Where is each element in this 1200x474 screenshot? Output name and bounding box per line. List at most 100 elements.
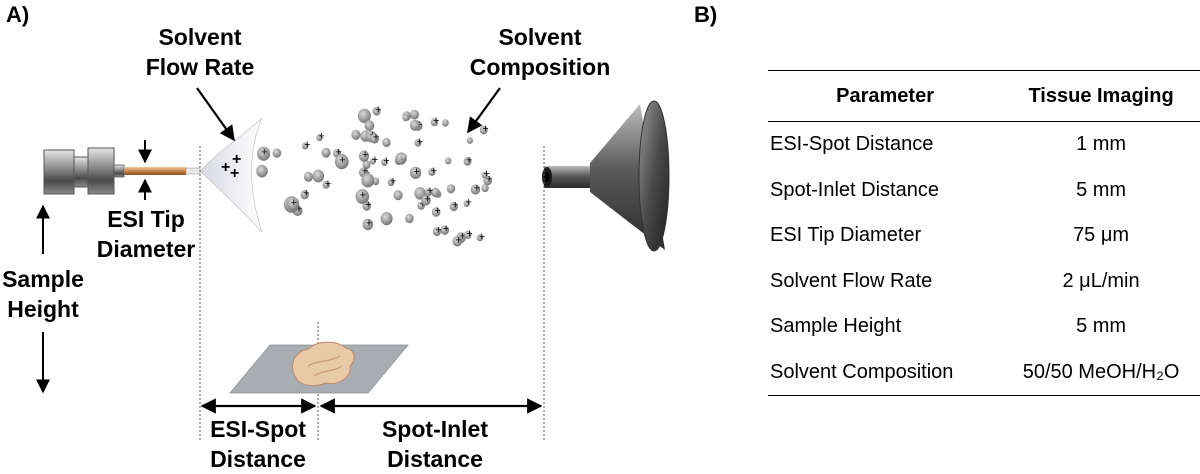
parameter-name: Solvent Flow Rate (770, 269, 933, 292)
droplet-charge: + (443, 223, 449, 235)
droplet (272, 148, 282, 158)
droplet (402, 114, 410, 122)
droplet (428, 167, 436, 176)
droplet (463, 157, 472, 166)
esi-tip-diameter-label: ESI Tip Diameter (96, 206, 196, 262)
droplet-charge: + (427, 185, 433, 197)
droplet (382, 137, 391, 148)
droplet-charge: + (452, 200, 458, 212)
droplet-charge: + (466, 228, 472, 240)
droplet (257, 146, 271, 161)
droplet-charge: + (474, 183, 480, 195)
parameter-value: 2 μL/min (1062, 269, 1140, 292)
droplet-charge: + (433, 115, 439, 127)
table-row: Spot-Inlet Distance 5 mm (768, 168, 1200, 214)
droplet (440, 225, 450, 235)
droplet-charge: + (435, 225, 441, 237)
droplet (445, 157, 452, 165)
droplet (312, 169, 325, 183)
droplet (449, 202, 458, 212)
droplet (372, 106, 381, 116)
droplet-charge: + (339, 155, 345, 167)
droplet (481, 184, 489, 193)
cone-charges: + + + (221, 151, 241, 182)
droplet (300, 190, 309, 200)
droplet-charge: + (362, 149, 368, 161)
droplet-charge: + (375, 104, 381, 116)
table-row: ESI Tip Diameter 75 μm (768, 213, 1200, 259)
taylor-cone (199, 117, 263, 233)
spot-inlet-distance-label: Spot-Inlet Distance (381, 416, 489, 472)
droplet (409, 119, 420, 131)
droplet (400, 153, 407, 161)
sample-slide (229, 341, 409, 394)
droplet (387, 178, 395, 187)
droplet-charge: + (482, 123, 488, 135)
droplet-charge: + (336, 146, 342, 158)
parameter-value: 5 mm (1076, 315, 1127, 338)
droplet (364, 120, 375, 131)
table-row: Solvent Flow Rate 2 μL/min (768, 259, 1200, 305)
droplet (316, 134, 323, 142)
parameter-name: Solvent Composition (768, 349, 1003, 396)
droplet (431, 207, 441, 217)
droplet-charge: + (424, 193, 430, 205)
droplet-charge: + (417, 136, 423, 148)
droplet (381, 158, 388, 166)
droplet-charge: + (362, 165, 368, 177)
droplet-charge: + (459, 231, 465, 243)
droplet (302, 142, 309, 150)
droplet (357, 108, 371, 124)
table-row: Solvent Composition 50/50 MeOH/H₂O (768, 349, 1200, 396)
column-header-tissue-imaging: Tissue Imaging (1002, 70, 1200, 122)
droplet-charge: + (303, 188, 309, 200)
droplet (362, 160, 371, 170)
parameter-value: 50/50 MeOH/H₂O (1002, 349, 1200, 396)
charge-symbol: + (230, 165, 239, 182)
esi-emitter (43, 147, 201, 195)
tissue-section (292, 341, 355, 387)
droplet (452, 236, 463, 247)
droplet-charge: + (420, 199, 426, 211)
droplet (393, 190, 403, 201)
droplet (380, 212, 393, 226)
droplet-charge: + (466, 154, 472, 166)
droplet-charge: + (383, 155, 389, 167)
droplet (432, 227, 441, 237)
droplet (369, 157, 376, 165)
droplet (256, 164, 268, 178)
droplet-charge: + (365, 199, 371, 211)
droplet (286, 197, 300, 211)
droplet (358, 150, 370, 162)
droplet-charge: + (291, 197, 297, 209)
droplet-charge: + (296, 204, 302, 216)
droplet (322, 180, 330, 189)
esi-spot-distance-label: ESI-Spot Distance (210, 416, 306, 472)
droplet (321, 147, 331, 158)
droplet-charge: + (413, 166, 419, 178)
droplet (424, 188, 432, 197)
droplet-charge: + (434, 205, 440, 217)
droplet (303, 171, 313, 182)
parameter-name: Sample Height (770, 315, 902, 338)
droplet-charge: + (431, 165, 437, 177)
panel-b-label: B) (694, 2, 718, 27)
droplet (442, 119, 449, 127)
droplet (361, 173, 375, 188)
column-header-parameter: Parameter (768, 70, 1003, 122)
parameter-value: 75 μm (1073, 224, 1130, 247)
flow-rate-arrow (196, 87, 235, 142)
droplet-charge: + (390, 175, 396, 187)
charge-symbol: + (221, 159, 230, 176)
table-header-row: Parameter Tissue Imaging (768, 70, 1200, 122)
droplet (481, 171, 488, 179)
table-row: ESI-Spot Distance 1 mm (768, 122, 1200, 168)
droplet-charge: + (455, 234, 461, 246)
droplet-charge: + (466, 197, 472, 209)
droplet (446, 184, 456, 194)
droplet (414, 139, 422, 147)
table-row: Sample Height 5 mm (768, 304, 1200, 350)
charge-symbol: + (232, 151, 241, 168)
droplet (463, 200, 470, 208)
droplet (334, 154, 349, 170)
